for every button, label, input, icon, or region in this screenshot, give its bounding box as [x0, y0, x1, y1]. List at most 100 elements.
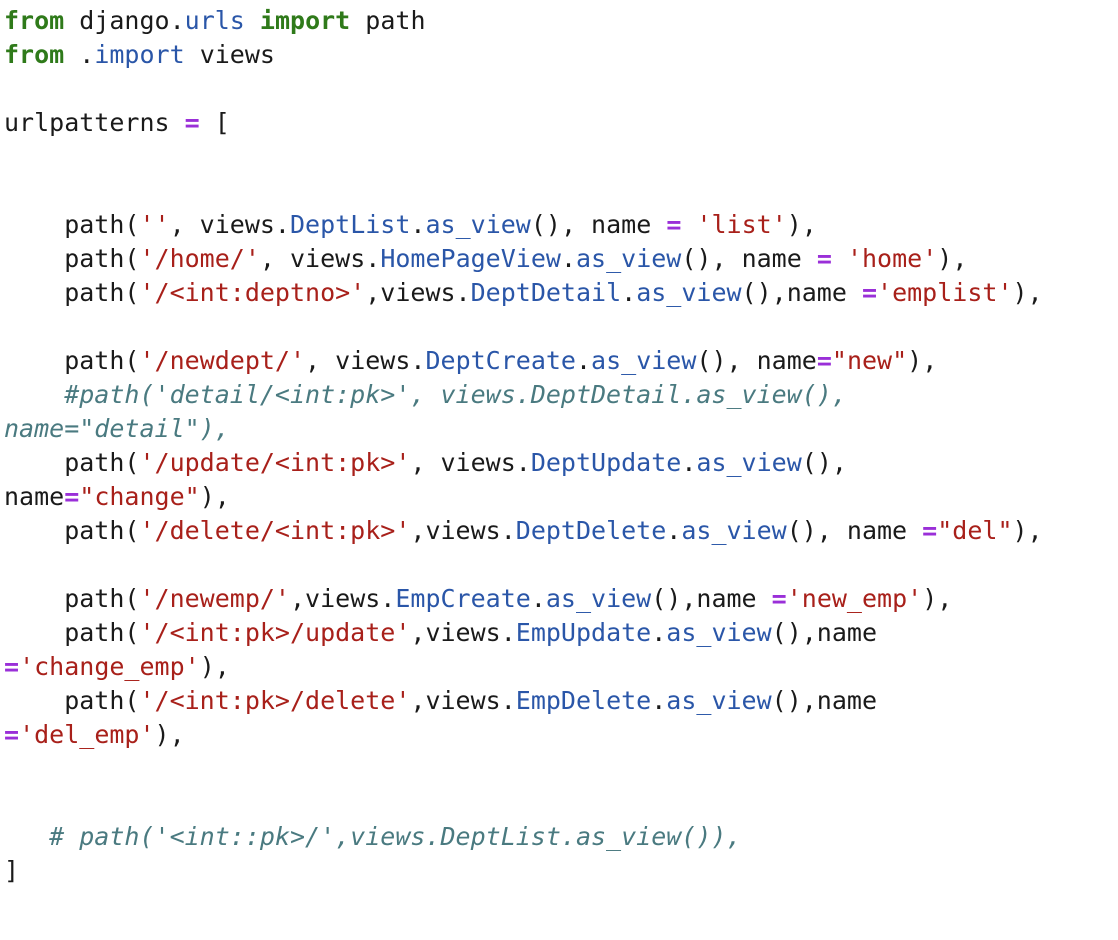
code-line: path('', views.DeptList.as_view(), name …: [4, 208, 1118, 242]
code-token: path(: [4, 346, 140, 375]
code-token: "del": [937, 516, 1013, 545]
code-token: .: [575, 346, 592, 375]
code-token: '': [139, 210, 170, 239]
code-token: '/newdept/': [139, 346, 306, 375]
code-token: EmpDelete: [515, 686, 652, 715]
code-token: .: [651, 686, 667, 715]
code-token: (),name: [771, 618, 878, 647]
code-line: from django.urls import path: [4, 4, 1118, 38]
code-token: DeptDetail: [470, 278, 622, 307]
code-token: as_view: [576, 244, 682, 273]
code-line: [4, 752, 1118, 786]
code-token: path(: [4, 618, 140, 647]
code-token: .: [621, 278, 637, 307]
code-token: from: [4, 6, 65, 35]
code-token: =: [922, 516, 938, 545]
code-line: [4, 174, 1118, 208]
code-token: ,views.: [365, 278, 471, 307]
code-token: (), name: [681, 244, 817, 273]
code-token: "new": [831, 346, 908, 375]
code-token: path(: [4, 448, 140, 477]
code-token: (),name: [771, 686, 878, 715]
code-token: '/update/<int:pk>': [139, 448, 411, 477]
code-token: DeptCreate: [425, 346, 576, 375]
code-token: path(: [4, 244, 140, 273]
code-token: =: [4, 652, 20, 681]
code-token: ),: [154, 720, 185, 749]
code-token: , views.: [259, 244, 381, 273]
code-line: [4, 140, 1118, 174]
code-token: .: [64, 40, 95, 69]
code-line: urlpatterns = [: [4, 106, 1118, 140]
code-line: name="detail"),: [4, 412, 1118, 446]
code-token: path: [350, 6, 426, 35]
code-token: # path('<int::pk>/',views.DeptList.as_vi…: [4, 822, 742, 851]
code-token: .: [560, 244, 576, 273]
code-line: # path('<int::pk>/',views.DeptList.as_vi…: [4, 820, 1118, 854]
code-token: ),: [199, 652, 230, 681]
code-line: path('/<int:pk>/update',views.EmpUpdate.…: [4, 616, 1118, 650]
code-token: ]: [4, 856, 20, 885]
code-token: import: [259, 6, 351, 35]
code-token: ),: [199, 482, 230, 511]
code-line: path('/<int:deptno>',views.DeptDetail.as…: [4, 276, 1118, 310]
code-token: 'change_emp': [19, 652, 200, 681]
code-token: ),: [937, 244, 968, 273]
code-token: as_view: [425, 210, 531, 239]
code-token: path(: [4, 210, 140, 239]
code-line: path('/update/<int:pk>', views.DeptUpdat…: [4, 446, 1118, 480]
code-token: .: [410, 210, 426, 239]
code-token: =: [816, 346, 832, 375]
code-token: as_view: [545, 584, 652, 613]
code-token: [681, 210, 696, 239]
code-token: '/<int:pk>/update': [139, 618, 411, 647]
code-token: '/newemp/': [139, 584, 290, 613]
code-token: '/home/': [139, 244, 260, 273]
code-token: as_view: [666, 686, 772, 715]
code-token: as_view: [696, 448, 802, 477]
code-token: DeptDelete: [515, 516, 667, 545]
code-token: ),: [907, 346, 938, 375]
code-token: DeptList: [290, 210, 411, 239]
code-token: [245, 6, 260, 35]
code-token: (), name: [530, 210, 667, 239]
code-line: from .import views: [4, 38, 1118, 72]
code-line: path('/delete/<int:pk>',views.DeptDelete…: [4, 514, 1118, 548]
code-token: DeptUpdate: [530, 448, 682, 477]
code-token: path(: [4, 278, 140, 307]
code-token: path(: [4, 516, 140, 545]
code-token: as_view: [681, 516, 787, 545]
code-line: path('/<int:pk>/delete',views.EmpDelete.…: [4, 684, 1118, 718]
code-line: [4, 72, 1118, 106]
code-token: as_view: [591, 346, 697, 375]
code-token: .: [530, 584, 546, 613]
code-line: ='del_emp'),: [4, 718, 1118, 752]
code-token: ),: [1012, 278, 1043, 307]
code-token: 'home': [846, 244, 938, 273]
code-token: =: [816, 244, 832, 273]
code-line: path('/home/', views.HomePageView.as_vie…: [4, 242, 1118, 276]
code-token: path(: [4, 686, 140, 715]
code-token: ),: [1012, 516, 1043, 545]
code-token: "change": [79, 482, 200, 511]
code-token: , views.: [305, 346, 426, 375]
code-token: from: [4, 40, 65, 69]
code-token: 'del_emp': [19, 720, 155, 749]
code-token: ,views.: [289, 584, 396, 613]
code-token: name="detail"),: [4, 414, 230, 443]
code-token: name: [4, 482, 65, 511]
code-line: [4, 548, 1118, 582]
code-token: '/delete/<int:pk>': [139, 516, 411, 545]
code-token: [: [199, 108, 230, 137]
code-token: '/<int:deptno>': [139, 278, 366, 307]
code-token: ),: [786, 210, 817, 239]
code-token: ,views.: [410, 686, 516, 715]
code-line: ='change_emp'),: [4, 650, 1118, 684]
code-token: =: [771, 584, 787, 613]
code-token: ,views.: [410, 516, 516, 545]
code-line: name="change"),: [4, 480, 1118, 514]
code-token: , views.: [169, 210, 290, 239]
code-token: urlpatterns: [4, 108, 185, 137]
code-line: path('/newemp/',views.EmpCreate.as_view(…: [4, 582, 1118, 616]
code-token: #path('detail/<int:pk>', views.DeptDetai…: [4, 380, 847, 409]
